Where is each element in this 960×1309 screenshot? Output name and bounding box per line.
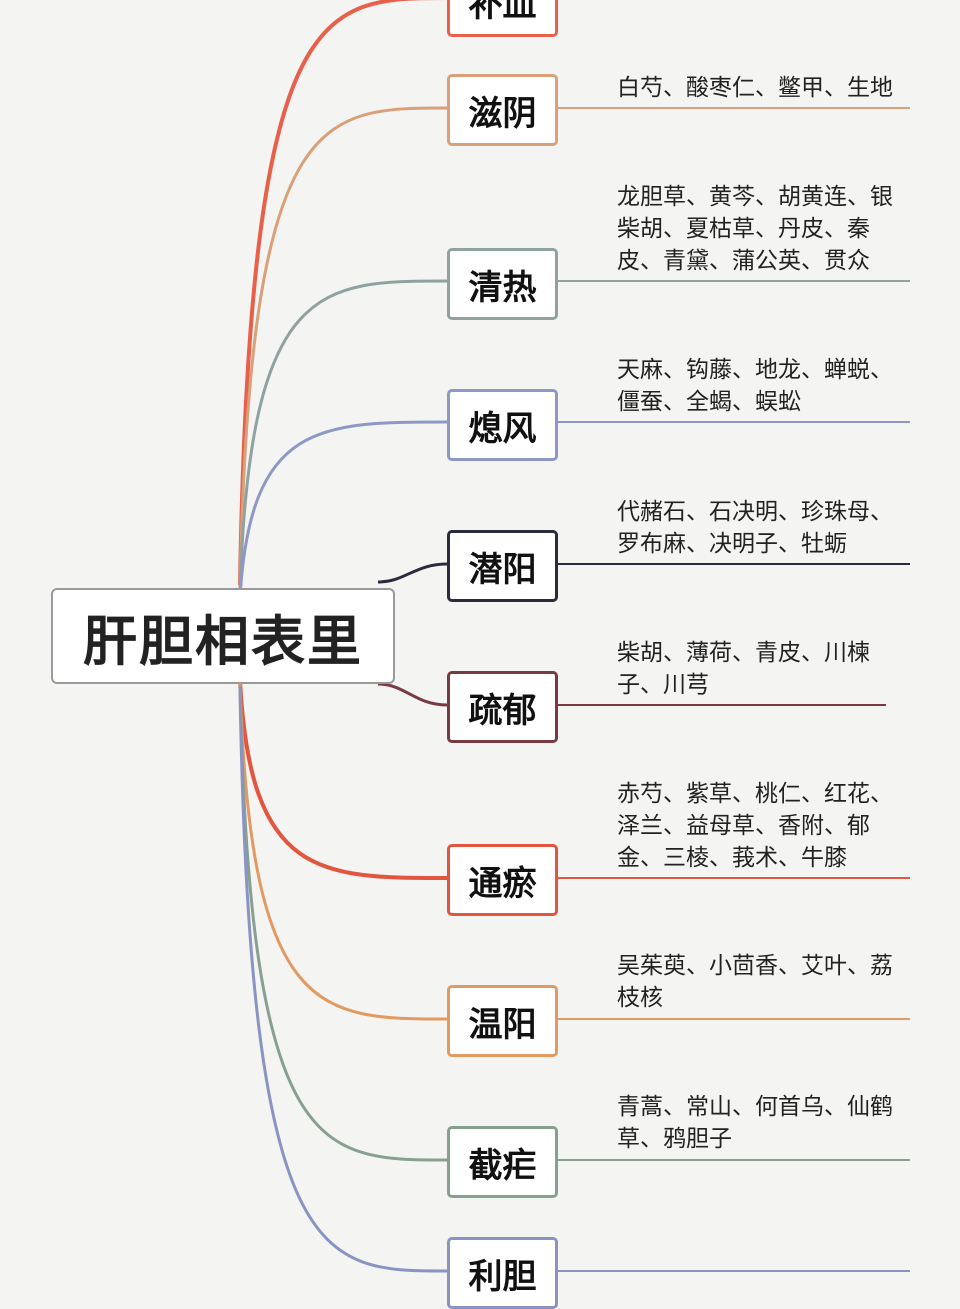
branch-connector-shuyu [377, 682, 448, 707]
branch-connector-lidan [238, 689, 448, 1273]
branch-connector-buxue [238, 0, 448, 586]
connector-lines [238, 0, 910, 1273]
branch-node-jienue: 截疟 [447, 1126, 558, 1198]
branch-connector-xifeng [238, 420, 448, 599]
root-node: 肝胆相表里 [51, 588, 395, 684]
leaf-herbs-qianyang: 代赭石、石决明、珍珠母、罗布麻、决明子、牡蛎 [617, 499, 893, 557]
branch-node-qingre: 清热 [447, 248, 558, 320]
branch-node-tongyu: 通瘀 [447, 844, 558, 916]
branch-node-buxue: 补血 [447, 0, 558, 37]
branch-connector-qianyang [377, 562, 448, 584]
leaf-herbs-ziyin: 白芍、酸枣仁、鳖甲、生地 [617, 75, 893, 101]
branch-connector-wenyang [238, 681, 448, 1021]
branch-connector-jienue [238, 685, 448, 1162]
branch-connector-tongyu [238, 679, 448, 880]
leaf-herbs-tongyu: 赤芍、紫草、桃仁、红花、泽兰、益母草、香附、郁金、三棱、莪术、牛膝 [617, 781, 893, 871]
branch-node-ziyin: 滋阴 [447, 74, 558, 146]
leaf-herbs-jienue: 青蒿、常山、何首乌、仙鹤草、鸦胆子 [617, 1094, 893, 1152]
branch-node-lidan: 利胆 [447, 1237, 558, 1309]
branch-node-qianyang: 潜阳 [447, 530, 558, 602]
branch-node-wenyang: 温阳 [447, 985, 558, 1057]
leaf-herbs-xifeng: 天麻、钩藤、地龙、蝉蜕、僵蚕、全蝎、蜈蚣 [617, 357, 893, 415]
branch-node-shuyu: 疏郁 [447, 671, 558, 743]
branch-connector-ziyin [238, 106, 448, 589]
branch-connector-qingre [238, 279, 448, 593]
leaf-herbs-wenyang: 吴茱萸、小茴香、艾叶、荔枝核 [617, 953, 893, 1011]
leaf-herbs-shuyu: 柴胡、薄荷、青皮、川楝子、川芎 [617, 640, 870, 698]
leaf-herbs-qingre: 龙胆草、黄芩、胡黄连、银柴胡、夏枯草、丹皮、秦皮、青黛、蒲公英、贯众 [617, 184, 893, 274]
branch-node-xifeng: 熄风 [447, 389, 558, 461]
